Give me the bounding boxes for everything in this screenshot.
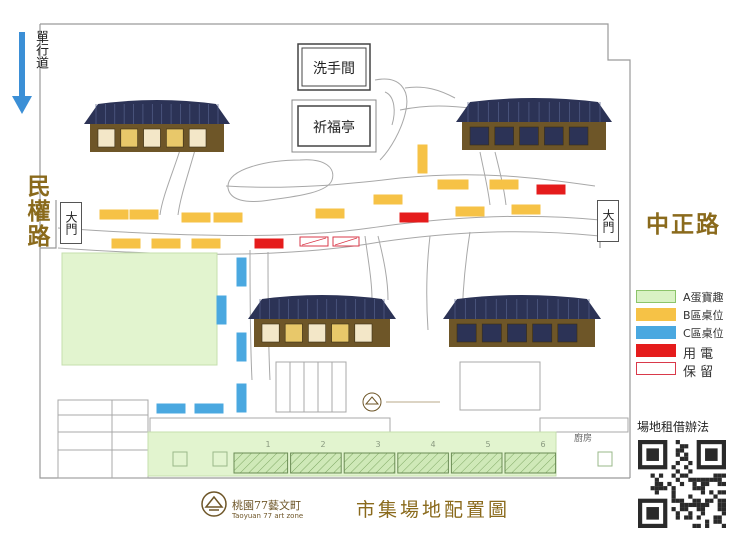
house-southeast: [443, 295, 601, 347]
zone-logo-icon: [201, 491, 227, 517]
booth-c-zone-17: [236, 332, 247, 362]
legend-label-0: A蛋寶趣: [683, 291, 724, 304]
legend-swatch-1: [636, 308, 676, 321]
booth-b-zone-11: [455, 206, 485, 217]
hatched-booth-1: [233, 452, 289, 474]
house-northwest: [84, 100, 230, 152]
kitchen-label: 廚房: [574, 434, 593, 444]
booth-b-zone-12: [511, 204, 541, 215]
house-center: [248, 295, 396, 347]
legend-swatch-2: [636, 326, 676, 339]
legend-label-3: 用 電: [683, 347, 714, 362]
booth-power-23: [536, 184, 566, 195]
booth-b-zone-13: [417, 144, 428, 174]
rental-info-label[interactable]: 場地租借辦法: [637, 420, 710, 434]
booth-b-zone-3: [213, 212, 243, 223]
pond: [227, 159, 334, 202]
booth-c-zone-20: [194, 403, 224, 414]
pavilion-building: [297, 105, 371, 147]
booth-c-zone-18: [236, 383, 247, 413]
booth-number-2: 2: [320, 440, 326, 449]
logo-sub-text: Taoyuan 77 art zone: [232, 512, 304, 520]
pavilion-label: 祈福亭: [313, 120, 355, 136]
legend-swatch-3: [636, 344, 676, 357]
one-way-note: 單行道: [33, 30, 48, 69]
small-logo-icon: [362, 392, 382, 412]
legend-swatch-4: [636, 362, 676, 375]
booth-power-21: [254, 238, 284, 249]
legend-swatch-0: [636, 290, 676, 303]
booth-c-zone-15: [236, 257, 247, 287]
japanese-houses: [84, 98, 612, 347]
booth-b-zone-5: [151, 238, 181, 249]
booth-c-zone-19: [156, 403, 186, 414]
booth-b-zone-10: [489, 179, 519, 190]
hatched-booth-4: [397, 452, 449, 474]
gate-right: 大門: [597, 200, 619, 242]
hatched-booth-6: [504, 452, 557, 474]
booth-power-22: [399, 212, 429, 223]
booth-b-zone-1: [129, 209, 159, 220]
street-right-label: 中正路: [646, 212, 721, 238]
site-outline: [39, 23, 631, 479]
booth-number-4: 4: [430, 440, 436, 449]
booth-b-zone-6: [191, 238, 221, 249]
washroom-label: 洗手間: [313, 61, 355, 77]
hatched-booth-2: [290, 452, 342, 474]
logo-name-text: 桃園77藝文町: [232, 499, 301, 512]
legend-label-2: C區桌位: [683, 327, 724, 340]
house-northeast: [456, 98, 612, 150]
booth-row: [233, 452, 557, 474]
booth-b-zone-7: [315, 208, 345, 219]
booth-number-3: 3: [375, 440, 381, 449]
legend-label-1: B區桌位: [683, 309, 724, 322]
washroom-inner: [301, 47, 367, 87]
qr-code-icon: [638, 440, 726, 528]
gate-left: 大門: [60, 202, 82, 244]
washroom-building: [297, 43, 371, 91]
booth-number-1: 1: [265, 440, 271, 449]
booth-b-zone-0: [99, 209, 129, 220]
one-way-arrow-icon: [12, 32, 32, 114]
hatched-booth-3: [343, 452, 396, 474]
strip-small-squares: [172, 451, 613, 467]
booth-number-6: 6: [540, 440, 546, 449]
booth-number-5: 5: [485, 440, 491, 449]
booth-b-zone-8: [373, 194, 403, 205]
booth-c-zone-16: [216, 295, 227, 325]
hatched-booth-5: [450, 452, 503, 474]
booth-b-zone-2: [181, 212, 211, 223]
map-title: 市集場地配置圖: [356, 499, 511, 521]
booth-b-zone-14: [439, 179, 469, 190]
legend-label-4: 保 留: [683, 365, 714, 380]
booth-markers: [99, 144, 566, 414]
street-left-label: 民權路: [23, 174, 49, 249]
booth-b-zone-4: [111, 238, 141, 249]
zone-a-lawn: [61, 252, 218, 366]
